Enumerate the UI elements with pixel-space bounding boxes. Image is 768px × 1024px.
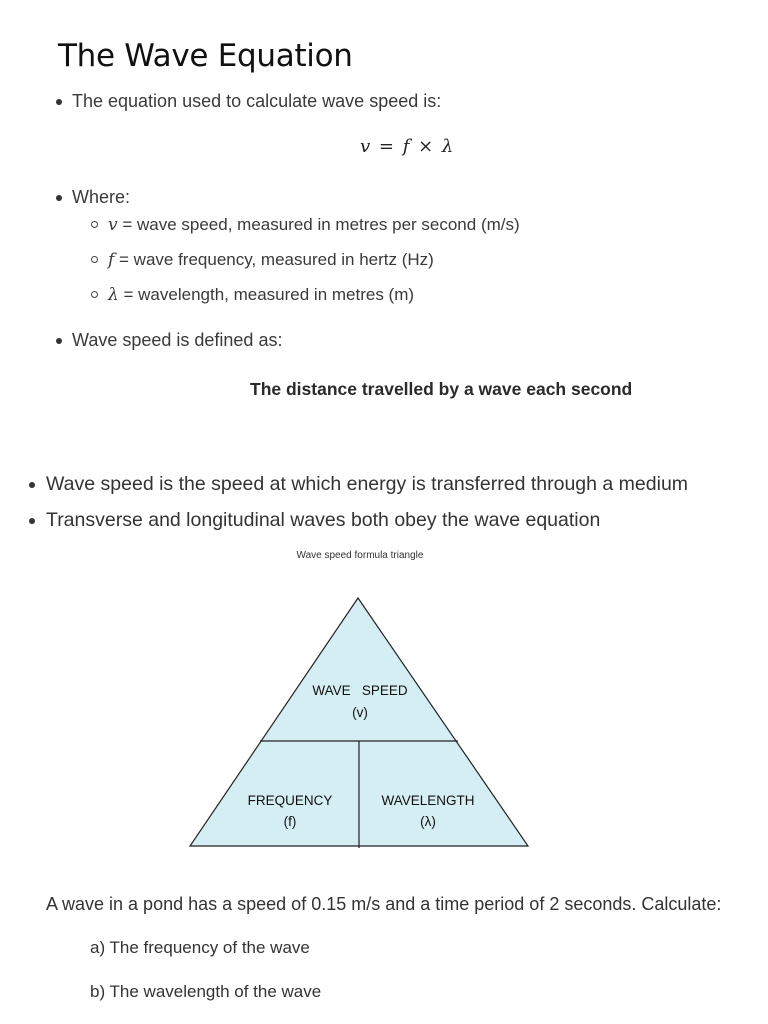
definition-item-f: f = wave frequency, measured in hertz (H… [91, 250, 434, 270]
triangle-left-symbol: (f) [284, 814, 297, 829]
bullet-defined-as: Wave speed is defined as: [55, 330, 283, 350]
question-stem: A wave in a pond has a speed of 0.15 m/s… [46, 894, 722, 914]
triangle-right-label: WAVELENGTH [381, 793, 474, 808]
definition-text-f: = wave frequency, measured in hertz (Hz) [114, 250, 434, 269]
triangle-right-symbol: (λ) [420, 814, 436, 829]
wave-equation: v = f × λ [360, 136, 454, 157]
page-title: The Wave Equation [58, 38, 353, 74]
definition-item-lambda: λ = wavelength, measured in metres (m) [90, 285, 415, 305]
formula-triangle-diagram: WAVE SPEED (v) FREQUENCY (f) WAVELENGTH … [188, 596, 530, 848]
wave-speed-definition: The distance travelled by a wave each se… [250, 379, 633, 399]
key-point-energy-transfer: Wave speed is the speed at which energy … [28, 473, 689, 495]
definition-text-lambda: = wavelength, measured in metres (m) [118, 285, 415, 304]
bullet-equation-intro: The equation used to calculate wave spee… [55, 91, 442, 111]
question-part-a: a) The frequency of the wave [90, 938, 310, 957]
definition-text-v: = wave speed, measured in metres per sec… [117, 215, 520, 234]
symbol-lambda: λ [108, 285, 119, 305]
bullet-where: Where: [55, 187, 131, 207]
triangle-caption: Wave speed formula triangle [296, 550, 424, 561]
key-point-wave-equation: Transverse and longitudinal waves both o… [28, 509, 601, 531]
triangle-top-label: WAVE SPEED [312, 683, 408, 698]
definition-item-v: v = wave speed, measured in metres per s… [91, 215, 520, 235]
symbol-f: f [108, 250, 115, 270]
question-part-b: b) The wavelength of the wave [90, 982, 322, 1001]
symbol-v: v [108, 215, 118, 235]
triangle-top-symbol: (v) [352, 705, 368, 720]
triangle-left-label: FREQUENCY [248, 793, 333, 808]
